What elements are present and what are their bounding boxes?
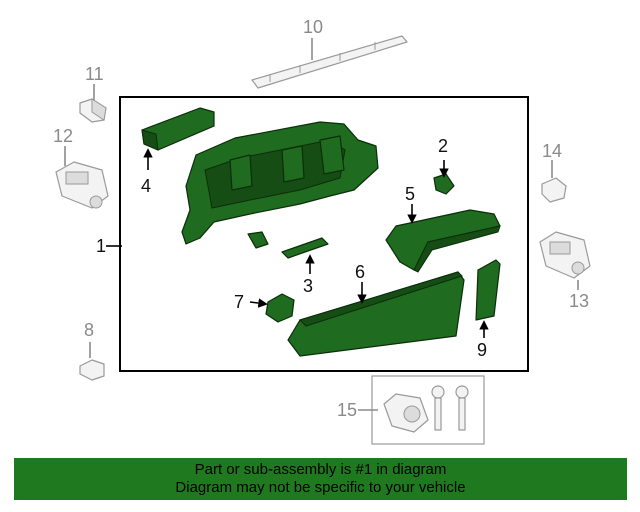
callout-9: 9 bbox=[477, 340, 487, 360]
part-4-duct[interactable] bbox=[141, 107, 215, 151]
info-banner: Part or sub-assembly is #1 in diagram Di… bbox=[14, 458, 627, 500]
callout-6: 6 bbox=[355, 262, 365, 282]
callout-8: 8 bbox=[84, 320, 94, 340]
part-8-clip[interactable] bbox=[79, 359, 105, 381]
callout-15: 15 bbox=[337, 400, 357, 420]
part-13-switch[interactable] bbox=[539, 231, 591, 279]
callout-11: 11 bbox=[85, 64, 104, 84]
callout-3: 3 bbox=[303, 276, 313, 296]
part-10-trim-strip[interactable] bbox=[251, 35, 408, 89]
callout-10: 10 bbox=[303, 17, 323, 37]
banner-line-1: Part or sub-assembly is #1 in diagram bbox=[194, 461, 447, 478]
assembly-frame bbox=[119, 96, 529, 372]
callout-5: 5 bbox=[405, 184, 415, 204]
callout-1: 1 bbox=[96, 236, 106, 256]
callout-2: 2 bbox=[438, 136, 448, 156]
callout-13: 13 bbox=[569, 291, 589, 311]
part-2-knob[interactable] bbox=[433, 173, 455, 195]
part-7-bracket[interactable] bbox=[265, 293, 295, 323]
part-14-clip[interactable] bbox=[541, 177, 567, 203]
callout-7: 7 bbox=[234, 292, 244, 312]
callout-12: 12 bbox=[53, 126, 73, 146]
callout-4: 4 bbox=[141, 176, 151, 196]
banner-line-2: Diagram may not be specific to your vehi… bbox=[175, 479, 466, 496]
part-1-main-assembly[interactable] bbox=[181, 121, 379, 245]
part-6-lower-panel[interactable] bbox=[287, 271, 465, 357]
leader-7 bbox=[249, 298, 268, 308]
part-11-clip[interactable] bbox=[79, 98, 107, 123]
part-12-switch[interactable] bbox=[55, 161, 109, 209]
part-15-key-2[interactable] bbox=[455, 385, 469, 431]
part-3-rod[interactable] bbox=[247, 231, 329, 259]
part-15-lock-cylinder[interactable] bbox=[383, 393, 429, 433]
callout-14: 14 bbox=[542, 141, 562, 161]
part-9-side-trim[interactable] bbox=[475, 259, 501, 321]
part-15-key-1[interactable] bbox=[431, 385, 445, 431]
part-5-upper-panel[interactable] bbox=[385, 209, 501, 273]
